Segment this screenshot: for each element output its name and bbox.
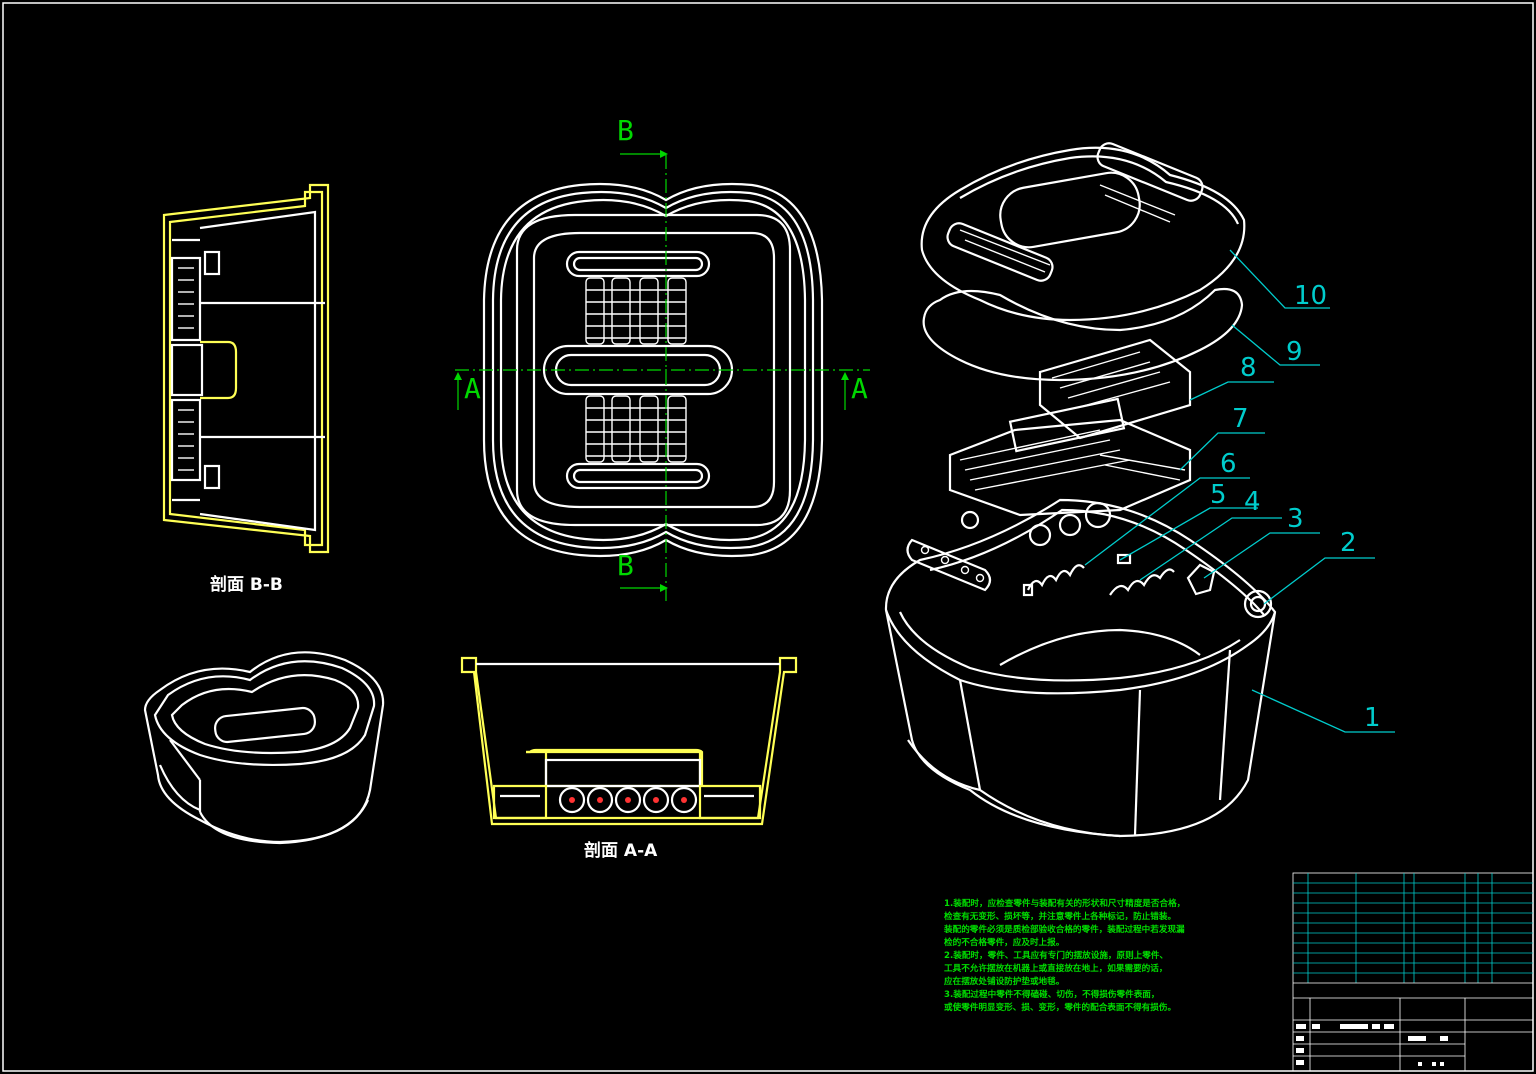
- iso-view-small: [143, 651, 385, 845]
- note-line: 3.装配过程中零件不得磕碰、切伤，不得损伤零件表面，: [944, 988, 1160, 1000]
- technical-notes: 1.装配时，应检查零件与装配有关的形状和尺寸精度是否合格， 检查有无变形、损坏等…: [943, 897, 1185, 1013]
- title-block: [1292, 872, 1534, 1072]
- top-view: B B A A: [454, 114, 870, 605]
- cut-mark-a-left: A: [464, 372, 481, 405]
- section-bb-view: 剖面 B-B: [162, 183, 330, 595]
- roller-cross-sections: [558, 786, 698, 814]
- part-label-8: 8: [1240, 353, 1257, 383]
- note-line: 1.装配时，应检查零件与装配有关的形状和尺寸精度是否合格，: [944, 897, 1185, 909]
- part-number-labels: 10 9 8 7 6 5 4 3 2 1: [1210, 281, 1381, 733]
- note-line: 2.装配时，零件、工具应有专门的摆放设施，原则上零件、: [944, 949, 1168, 961]
- note-line: 检的不合格零件，应及时上报。: [944, 936, 1064, 948]
- part-label-1: 1: [1364, 703, 1381, 733]
- cut-mark-b-bottom: B: [617, 549, 634, 582]
- part-label-3: 3: [1287, 504, 1304, 534]
- section-aa-label: 剖面 A-A: [584, 840, 658, 861]
- note-line: 应在摆放处铺设防护垫或地毯。: [944, 975, 1064, 987]
- roller-array-top: [585, 277, 687, 463]
- note-line: 装配的零件必须是质检部验收合格的零件，装配过程中若发现漏: [943, 923, 1185, 935]
- part-label-4: 4: [1244, 487, 1261, 517]
- part-label-5: 5: [1210, 480, 1227, 510]
- note-line: 检查有无变形、损坏等，并注意零件上各种标记，防止错装。: [944, 910, 1176, 922]
- part-label-10: 10: [1294, 281, 1327, 311]
- part-label-7: 7: [1232, 404, 1249, 434]
- part-label-9: 9: [1286, 337, 1303, 367]
- section-bb-label: 剖面 B-B: [210, 574, 283, 595]
- exploded-view: 10 9 8 7 6 5 4 3 2 1: [884, 142, 1395, 838]
- cut-mark-b-top: B: [617, 114, 634, 147]
- leader-lines: [1084, 249, 1395, 733]
- part-label-6: 6: [1220, 449, 1237, 479]
- cut-mark-a-right: A: [851, 372, 868, 405]
- section-aa-view: 剖面 A-A: [460, 656, 798, 861]
- note-line: 工具不允许摆放在机器上或直接放在地上，如果需要的话，: [944, 962, 1167, 974]
- part-label-2: 2: [1340, 528, 1357, 558]
- note-line: 或使零件明显变形、损、变形，零件的配合表面不得有损伤。: [944, 1001, 1176, 1013]
